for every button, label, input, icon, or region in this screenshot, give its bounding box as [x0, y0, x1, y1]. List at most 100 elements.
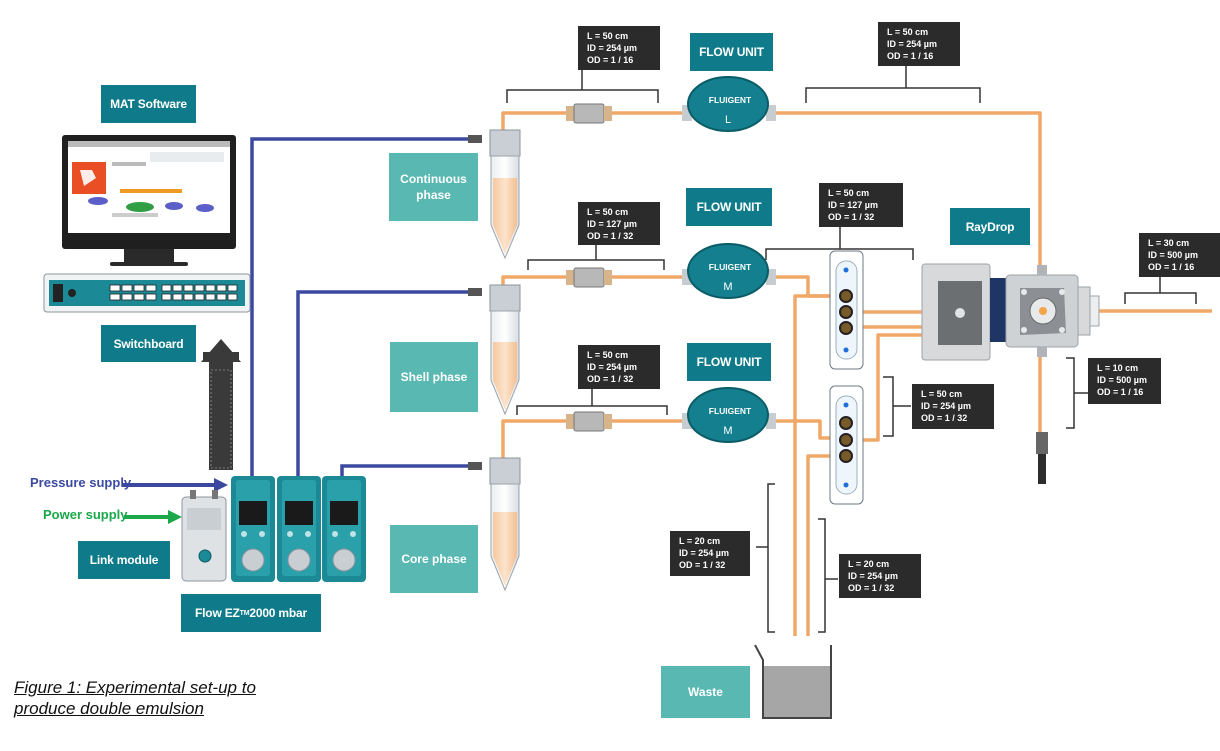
- flow-unit-sensor-mid: FLUIGENT M: [682, 243, 776, 299]
- spec-outer-diameter: OD = 1 / 32: [921, 413, 968, 423]
- spec-box: L = 50 cm ID = 127 µm OD = 1 / 32: [819, 183, 903, 227]
- tube-waste-1: [793, 294, 845, 636]
- link-module-text: Link module: [89, 553, 159, 567]
- spec-length: L = 50 cm: [587, 31, 629, 41]
- flow-unit-sensor-top: FLUIGENT L: [682, 76, 776, 132]
- spec-box: L = 50 cm ID = 254 µm OD = 1 / 16: [878, 22, 960, 66]
- reservoir-core: [468, 457, 521, 592]
- spec-length: L = 20 cm: [848, 559, 890, 569]
- tube-core-out: [501, 419, 570, 458]
- spec-inner-diameter: ID = 127 µm: [828, 200, 878, 210]
- upward-arrow: [201, 339, 241, 470]
- resistance-core: [566, 411, 612, 432]
- flow-ez-module-2: [277, 476, 321, 582]
- switchboard-label: Switchboard: [101, 325, 196, 362]
- figure-caption: Figure 1: Experimental set-up to produce…: [14, 677, 256, 719]
- spec-box: L = 20 cm ID = 254 µm OD = 1 / 32: [670, 531, 750, 576]
- caption-line-1: Figure 1: Experimental set-up to: [14, 678, 256, 697]
- pressure-line-core: [340, 464, 478, 478]
- continuous-phase-line1: Continuous: [400, 172, 467, 186]
- spec-outer-diameter: OD = 1 / 16: [1148, 262, 1195, 272]
- spec-inner-diameter: ID = 254 µm: [921, 401, 971, 411]
- power-supply-label: Power supply: [43, 507, 128, 522]
- flow-unit-size-label: L: [725, 114, 731, 126]
- flow-unit-size-label: M: [723, 425, 732, 437]
- spec-inner-diameter: ID = 254 µm: [587, 362, 637, 372]
- spec-inner-diameter: ID = 254 µm: [679, 548, 729, 558]
- flow-ez-name: Flow EZ: [195, 606, 240, 620]
- raydrop-device: [921, 263, 1100, 361]
- spec-outer-diameter: OD = 1 / 32: [848, 583, 895, 593]
- spec-inner-diameter: ID = 254 µm: [848, 571, 898, 581]
- link-module-device: [181, 490, 227, 582]
- flow-unit-label-mid: FLOW UNIT: [686, 188, 772, 226]
- spec-box: L = 50 cm ID = 127 µm OD = 1 / 32: [578, 202, 660, 245]
- waste-container: [754, 644, 832, 719]
- pressure-line-continuous: [250, 137, 478, 478]
- pressure-tubing: [250, 137, 478, 478]
- continuous-phase-line2: phase: [416, 188, 451, 202]
- flow-ez-module-1: [231, 476, 275, 582]
- link-module-label: Link module: [78, 541, 170, 579]
- resistance-continuous: [566, 103, 612, 124]
- continuous-phase-label: Continuous phase: [389, 153, 478, 221]
- pressure-line-shell: [296, 290, 478, 478]
- switchboard-device: [43, 273, 251, 313]
- flow-ez-module-3: [322, 476, 366, 582]
- power-supply-arrow: [124, 510, 182, 524]
- spec-inner-diameter: ID = 500 µm: [1148, 250, 1198, 260]
- microfluidic-chip-1: [829, 250, 864, 370]
- flow-unit-size-label: M: [723, 281, 732, 293]
- flow-ez-trademark: TM: [239, 609, 250, 617]
- reservoir-continuous: [468, 129, 521, 260]
- core-phase-label: Core phase: [390, 525, 478, 593]
- fluid-tubing: [501, 111, 1212, 636]
- spec-length: L = 30 cm: [1148, 238, 1190, 248]
- waste-label: Waste: [661, 666, 750, 718]
- fluigent-brand-label: FLUIGENT: [709, 406, 752, 416]
- spec-outer-diameter: OD = 1 / 16: [1097, 387, 1144, 397]
- spec-outer-diameter: OD = 1 / 16: [587, 55, 634, 65]
- spec-outer-diameter: OD = 1 / 32: [679, 560, 726, 570]
- pressure-supply-arrow: [122, 478, 228, 492]
- spec-box: L = 10 cm ID = 500 µm OD = 1 / 16: [1088, 358, 1161, 404]
- spec-inner-diameter: ID = 254 µm: [587, 43, 637, 53]
- spec-length: L = 10 cm: [1097, 363, 1139, 373]
- outlet-connector: [1036, 432, 1048, 484]
- tube-continuous-to-raydrop: [770, 111, 1042, 435]
- spec-outer-diameter: OD = 1 / 32: [587, 374, 634, 384]
- spec-inner-diameter: ID = 127 µm: [587, 219, 637, 229]
- tube-continuous-out: [501, 111, 570, 130]
- spec-box: L = 50 cm ID = 254 µm OD = 1 / 32: [578, 345, 660, 389]
- caption-line-2: produce double emulsion: [14, 699, 204, 718]
- mat-software-label: MAT Software: [101, 85, 196, 123]
- spec-length: L = 50 cm: [921, 389, 963, 399]
- spec-box: L = 50 cm ID = 254 µm OD = 1 / 32: [912, 384, 994, 429]
- resistance-shell: [566, 267, 612, 288]
- tubing-brackets: [506, 65, 1197, 633]
- shell-phase-label: Shell phase: [390, 342, 478, 412]
- raydrop-label: RayDrop: [950, 208, 1030, 245]
- flow-unit-label-top: FLOW UNIT: [690, 33, 773, 71]
- fluigent-brand-label: FLUIGENT: [709, 262, 752, 272]
- flow-ez-pressure: 2000 mbar: [249, 606, 307, 620]
- pressure-supply-label: Pressure supply: [30, 475, 132, 490]
- reservoir-shell: [468, 284, 521, 416]
- flow-unit-label-bot: FLOW UNIT: [687, 343, 771, 381]
- spec-inner-diameter: ID = 254 µm: [887, 39, 937, 49]
- spec-outer-diameter: OD = 1 / 32: [587, 231, 634, 241]
- spec-length: L = 20 cm: [679, 536, 721, 546]
- spec-box: L = 50 cm ID = 254 µm OD = 1 / 16: [578, 26, 660, 70]
- spec-length: L = 50 cm: [887, 27, 929, 37]
- computer-monitor: [62, 135, 236, 266]
- spec-length: L = 50 cm: [828, 188, 870, 198]
- microfluidic-chip-2: [829, 385, 864, 505]
- spec-box: L = 30 cm ID = 500 µm OD = 1 / 16: [1139, 233, 1220, 277]
- spec-outer-diameter: OD = 1 / 32: [828, 212, 875, 222]
- flow-unit-sensor-bot: FLUIGENT M: [682, 387, 776, 443]
- tube-shell-out: [501, 275, 570, 285]
- spec-length: L = 50 cm: [587, 350, 629, 360]
